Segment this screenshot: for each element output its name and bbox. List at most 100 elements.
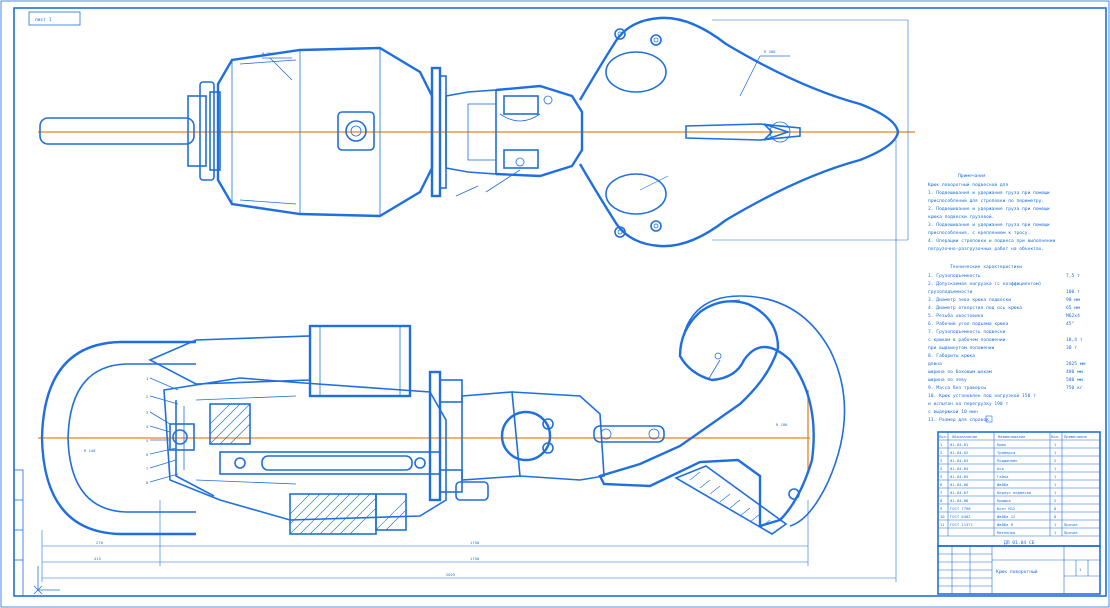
spec-val: 580 мм [1066, 377, 1083, 383]
bom-cell: 01.04-07 [950, 490, 968, 495]
bom-cell: 8 [1054, 514, 1057, 519]
dim-hook-radius: R 180 [776, 422, 788, 427]
spec-key: и испытан на перегрузку 190 т [928, 401, 1008, 407]
reference-size-box [985, 415, 993, 423]
spec-val: 30 т [1066, 345, 1077, 351]
spec-key: с крюком в рабочем положении [928, 336, 1006, 343]
bom-cell: 2 [1054, 458, 1056, 463]
bom-cell: 4 [940, 466, 943, 471]
parts-list: Поз. Обозначение Наименование Кол. Приме… [937, 431, 1101, 547]
callout-2: 2 [146, 394, 148, 399]
spec-val: 750 кг [1066, 385, 1083, 391]
bom-cell: 1 [1054, 474, 1057, 479]
spec-val: 65 мм [1066, 305, 1080, 311]
callout-3: 3 [146, 410, 148, 415]
hook-side-outline [598, 300, 815, 528]
dim-415: 415 [94, 556, 101, 561]
callout-7: 7 [146, 466, 148, 471]
spec-key: 11. Размер для справок [928, 417, 989, 423]
spec-val: 18,4 т [1066, 337, 1083, 343]
notes-block: Примечания Крюк поворотный подвесной для… [928, 173, 1055, 252]
title-block: Крюк поворотный 1 [937, 545, 1101, 595]
bom-cell: 3 [940, 458, 942, 463]
spec-key: 5. Резьба хвостовика [928, 312, 984, 319]
bom-cell: 2 [940, 450, 942, 455]
bom-cell: 1 [1054, 522, 1057, 527]
dim-eye-radius: R 140 [84, 448, 96, 453]
bom-cell: 7 [940, 490, 942, 495]
spec-key: ширина по зеву [928, 378, 967, 383]
bom-cell: 8 [940, 498, 943, 503]
spec-key: 1. Грузоподъемность [928, 273, 981, 279]
spec-key: 9. Масса без траверсы [928, 384, 986, 391]
bom-doc-code: ДП 01.04 СБ [1004, 540, 1035, 546]
bom-cell: 11 [940, 522, 945, 527]
table-row: 4 01.04-04 Ось 1 [940, 466, 1057, 471]
latch-spring [689, 471, 771, 529]
sheet-stamp-text: лист 1 [35, 17, 52, 23]
bom-cell: 6 [940, 482, 943, 487]
spec-val: 100 т [1066, 289, 1080, 295]
spec-key: 8. Габариты крюка [928, 352, 975, 359]
bom-cell: 01.04-02 [950, 450, 968, 455]
bom-header: Наименование [998, 434, 1026, 439]
bom-cell: 1 [1054, 530, 1057, 535]
bom-cell: Масленка [997, 530, 1015, 535]
bom-cell: Прочее [1064, 522, 1078, 527]
spec-key: 10. Крюк установлен под нагрузкой 150 т [928, 393, 1036, 399]
callout-6: 6 [146, 452, 149, 457]
notes-line: 3. Подвешивание и удержание груза при по… [928, 222, 1050, 228]
side-view: 1 2 3 4 5 6 7 8 R 140 R 180 270 1750 415… [38, 140, 897, 582]
sheet-stamp [28, 11, 81, 26]
notes-line: 2. Подвешивание и удержание груза при по… [928, 206, 1050, 212]
spec-val: 7,5 т [1066, 273, 1080, 279]
spec-key: с выдержкой 10 мин [928, 409, 978, 415]
notes-line: приспособления, с креплением к тросу. [928, 229, 1030, 236]
bom-header: Кол. [1051, 434, 1060, 439]
bom-cell: 1 [1054, 466, 1057, 471]
callout-4: 4 [146, 424, 149, 429]
spec-heading: Технические характеристики [950, 264, 1022, 270]
spec-key: грузоподъемности [928, 290, 972, 295]
bom-cell: Болт М12 [997, 506, 1015, 511]
bom-cell: 1 [1054, 442, 1057, 447]
dim-1750-a: 1750 [470, 540, 480, 545]
bom-cell: Шайба 12 [997, 514, 1015, 519]
bom-cell: Крюк [997, 442, 1007, 447]
binding-strip [13, 469, 24, 597]
bom-cell: 8 [1054, 506, 1057, 511]
spec-key: 4. Диаметр отверстия под ось крюка [928, 305, 1022, 311]
spec-key: 6. Рабочий угол подъема крюка [928, 320, 1008, 327]
bom-cell: Ось [997, 466, 1004, 471]
bom-cell: Крышка [997, 498, 1011, 503]
spec-val: 90 мм [1066, 297, 1080, 303]
bom-header: Обозначение [952, 434, 978, 439]
notes-line: погрузочно-разгрузочных работ на объекта… [928, 245, 1044, 252]
notes-line: 4. Операции строповки и подвеса при выпо… [928, 238, 1055, 244]
bom-cell: Шайба 8 [997, 522, 1014, 527]
bom-header: Примечание [1064, 434, 1088, 439]
top-view: Ø 350 R 300 [38, 16, 915, 248]
bom-cell: Траверса [997, 450, 1015, 455]
spec-key: 7. Грузоподъемность подвески [928, 329, 1006, 335]
bom-cell: 01.04-08 [950, 498, 969, 503]
title-block-sheet: 1 [1079, 567, 1082, 572]
notes-line: приспособлений для строповки по периметр… [928, 197, 1044, 204]
notes-heading: Примечания [958, 173, 986, 179]
bom-cell: 1 [1054, 450, 1057, 455]
bom-cell: 01.04-04 [950, 466, 969, 471]
spec-key: 3. Диаметр зева крюка подвески [928, 297, 1011, 303]
bom-cell: 1 [1054, 490, 1057, 495]
hook-plan-outline [578, 16, 900, 248]
callout-5: 5 [146, 438, 148, 443]
bom-cell: 9 [940, 506, 943, 511]
bom-cell: 1 [1054, 482, 1057, 487]
notes-line: Крюк поворотный подвесной для [928, 182, 1008, 188]
